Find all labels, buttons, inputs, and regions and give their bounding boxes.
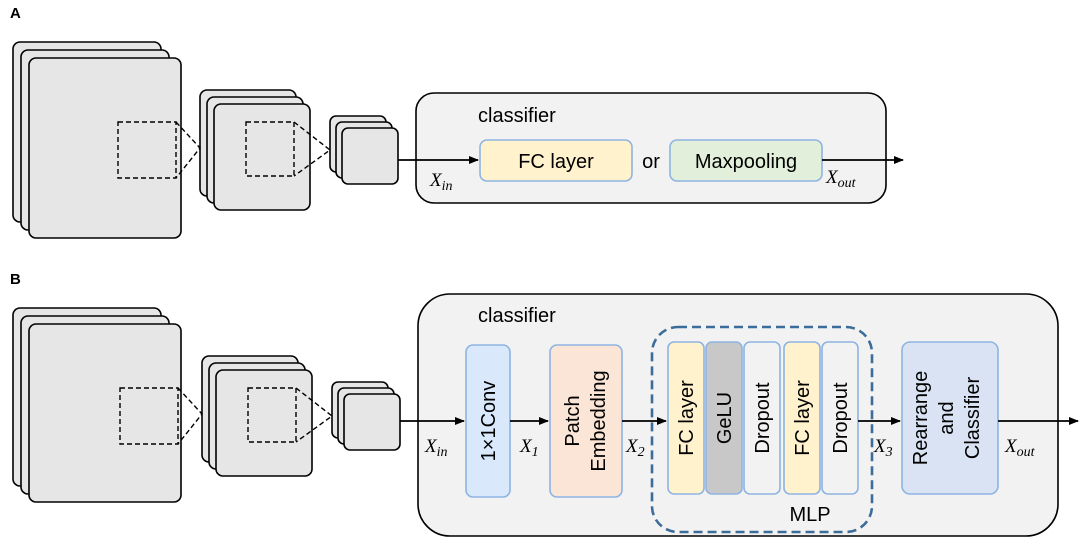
rearrange-label-line3: Classifier (962, 377, 984, 460)
feature-map-stack-large-b (12, 307, 182, 503)
x-in-label-b: Xin (424, 436, 448, 460)
mlp-fc-layer-2-label: FC layer (792, 380, 814, 456)
mlp-group-border (650, 325, 874, 534)
x-out-label-b: Xout (1004, 436, 1036, 460)
rearrange-label-line2: and (936, 401, 958, 434)
feature-map-stack-small-b (331, 381, 401, 451)
mlp-dropout-1-label: Dropout (752, 382, 774, 454)
classifier-title-b: classifier (478, 305, 556, 327)
rearrange-label-line1: Rearrange (910, 371, 932, 466)
feature-map-stack-large (12, 41, 182, 239)
x1-label: X1 (519, 436, 539, 460)
x-in-label-a: Xin (429, 170, 453, 194)
mlp-dropout-2 (821, 341, 859, 495)
mlp-gelu-label: GeLU (714, 392, 736, 444)
or-label: or (642, 151, 660, 173)
mlp-fc-layer-1-label: FC layer (676, 380, 698, 456)
mlp-dropout-2-label: Dropout (830, 382, 852, 454)
panel-b: B classifier 1×1Conv Pa (10, 271, 1079, 537)
feature-map-stack-medium (199, 89, 311, 211)
x-out-label-a: Xout (825, 167, 857, 191)
x2-label: X2 (625, 436, 645, 460)
mlp-label: MLP (789, 504, 830, 526)
panel-b-letter: B (10, 271, 21, 288)
feature-map-stack-small (329, 115, 399, 185)
mlp-fc-layer-2 (783, 341, 821, 495)
mlp-gelu (705, 341, 743, 495)
mlp-fc-layer-1 (667, 341, 705, 495)
patch-embedding-label-line1: Patch (562, 395, 584, 446)
patch-embedding-box (549, 344, 623, 498)
maxpooling-label: Maxpooling (695, 151, 797, 173)
patch-embedding-label-line2: Embedding (588, 370, 610, 471)
fc-layer-box-a (479, 139, 633, 182)
feature-map-stack-medium-b (201, 355, 313, 477)
mlp-dropout-1 (743, 341, 781, 495)
panel-a-letter: A (10, 5, 21, 22)
projection-lines-a (175, 121, 332, 179)
classifier-title-a: classifier (478, 105, 556, 127)
rearrange-classifier-box (901, 341, 999, 495)
projection-lines-b (177, 387, 334, 445)
fc-layer-label-a: FC layer (518, 151, 594, 173)
panel-a: A classifier FC layer (10, 5, 904, 239)
x3-label: X3 (873, 436, 893, 460)
conv-1x1-label: 1×1Conv (478, 381, 500, 462)
